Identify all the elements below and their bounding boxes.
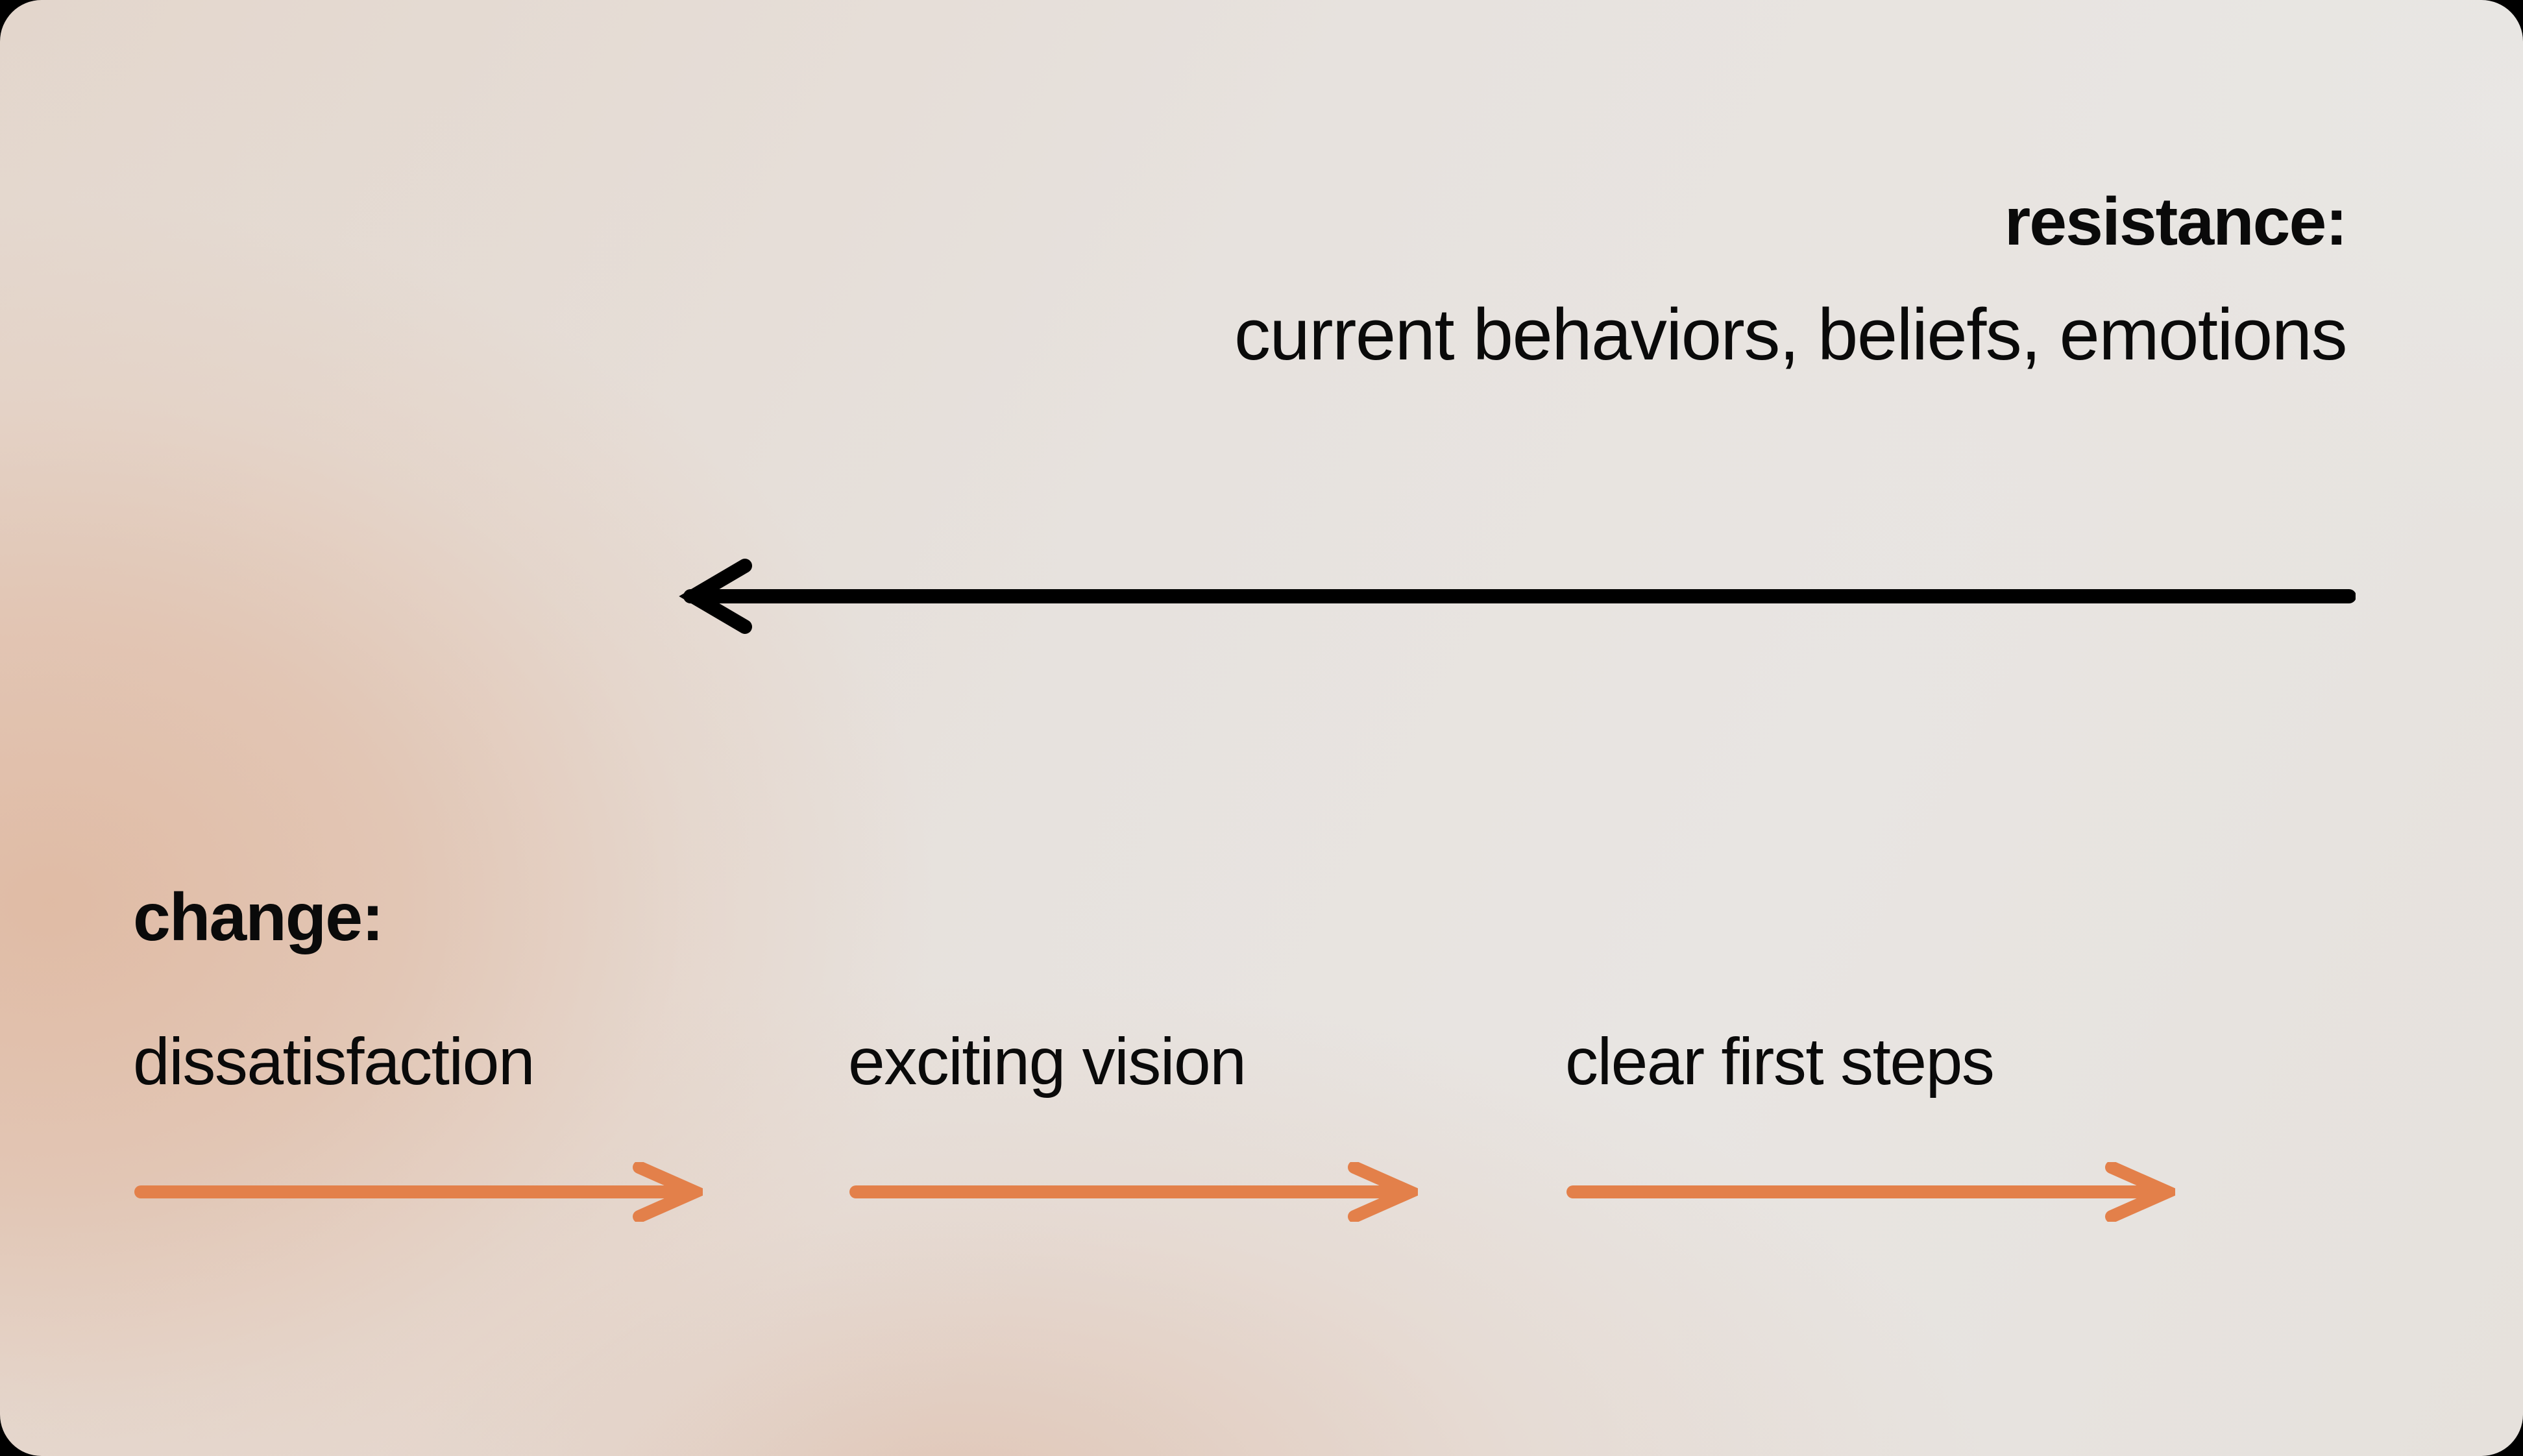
change-right-arrow-icon [848, 1161, 1426, 1223]
change-column-clear-first-steps: clear first steps [1565, 1025, 2184, 1223]
change-column-dissatisfaction: dissatisfaction [133, 1025, 711, 1223]
change-right-arrow-icon [1565, 1161, 2184, 1223]
resistance-description: current behaviors, beliefs, emotions [1234, 294, 2348, 375]
change-column-label: dissatisfaction [133, 1025, 535, 1098]
resistance-left-arrow-icon [675, 557, 2356, 636]
resistance-heading: resistance: [2004, 184, 2348, 260]
resistance-block: resistance: current behaviors, beliefs, … [584, 184, 2348, 375]
change-block: change: [133, 880, 384, 955]
change-column-label: clear first steps [1565, 1025, 1995, 1098]
change-column-label: exciting vision [848, 1025, 1247, 1098]
change-right-arrow-icon [133, 1161, 711, 1223]
change-heading: change: [133, 880, 384, 955]
change-column-exciting-vision: exciting vision [848, 1025, 1426, 1223]
